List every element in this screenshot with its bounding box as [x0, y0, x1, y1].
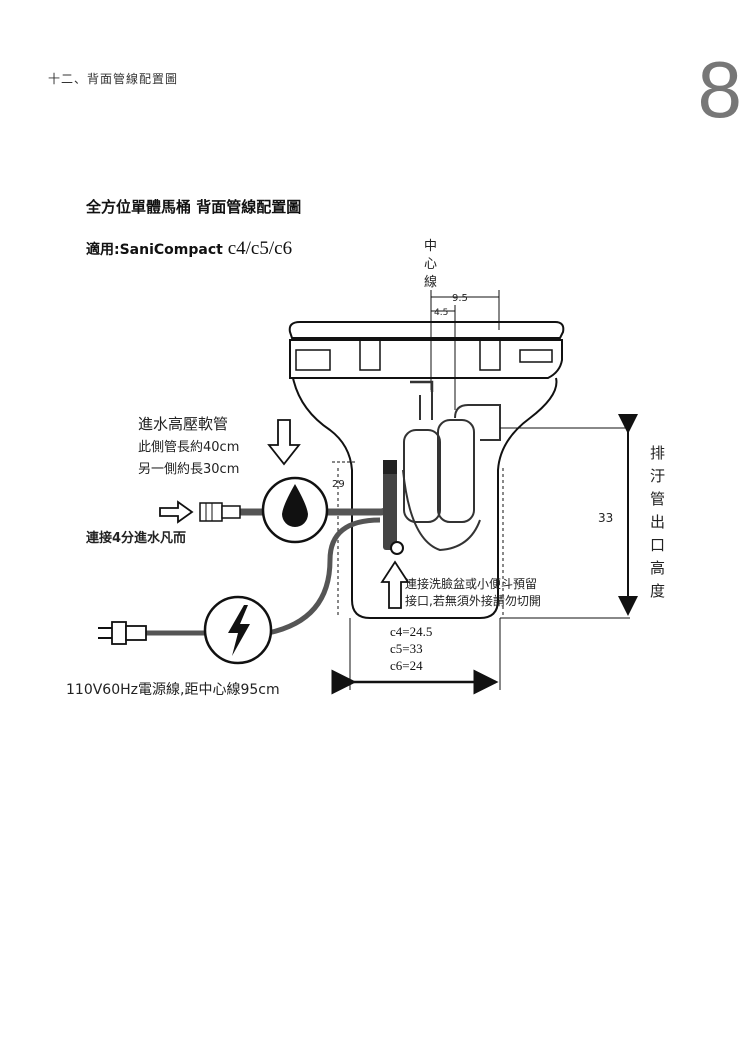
internal-pump	[402, 380, 501, 552]
sink-note-line-1: 連接洗臉盆或小便斗預留	[405, 576, 537, 591]
center-line-char-3: 線	[424, 274, 437, 290]
applies-models: c4/c5/c6	[227, 238, 293, 259]
water-drop-icon	[282, 484, 308, 527]
dim-4-5: 4.5	[434, 308, 448, 318]
arrow-right-icon	[159, 500, 194, 524]
width-c4: c4=24.5	[390, 624, 432, 639]
dim-9-5: 9.5	[452, 293, 468, 304]
width-c5: c5=33	[390, 641, 423, 656]
arrow-down-icon	[267, 419, 301, 466]
outlet-char-6: 高	[650, 559, 665, 577]
water-connect-note: 連接4分進水凡而	[86, 530, 186, 546]
power-cord-note: 110V60Hz電源線,距中心線95cm	[66, 682, 280, 698]
width-c6: c6=24	[390, 658, 423, 673]
center-line-char-1: 中	[424, 239, 437, 254]
document-title: 全方位單體馬桶 背面管線配置圖	[86, 198, 302, 216]
outlet-char-4: 出	[650, 513, 665, 531]
toilet-outline	[288, 321, 565, 619]
water-valve-connector	[199, 502, 241, 522]
outlet-char-2: 汙	[650, 467, 665, 485]
power-cord	[267, 517, 381, 636]
outlet-char-5: 口	[650, 536, 665, 554]
dim-33: 33	[598, 511, 613, 525]
sink-note-line-2: 接口,若無須外接請勿切開	[405, 593, 541, 608]
section-title: 十二、背面管線配置圖	[48, 72, 179, 86]
outlet-char-3: 管	[650, 490, 665, 508]
page-number: 8	[697, 45, 743, 134]
hose-note-line-2: 此側管長約40cm	[138, 440, 239, 455]
hose-note-line-1: 進水高壓軟管	[138, 415, 228, 433]
applies-label: 適用:SaniCompact	[86, 242, 223, 258]
outlet-char-7: 度	[650, 582, 665, 600]
lightning-icon	[228, 605, 250, 656]
dim-29: 29	[332, 479, 345, 490]
plug-icon	[98, 621, 147, 645]
applies-to: 適用:SaniCompact c4/c5/c6	[86, 238, 292, 260]
hose-note-line-3: 另一側約長30cm	[138, 462, 239, 477]
center-line-char-2: 心	[424, 257, 437, 272]
hose-pipe	[383, 460, 397, 550]
arrow-up-icon	[380, 560, 410, 609]
outlet-char-1: 排	[650, 444, 665, 462]
